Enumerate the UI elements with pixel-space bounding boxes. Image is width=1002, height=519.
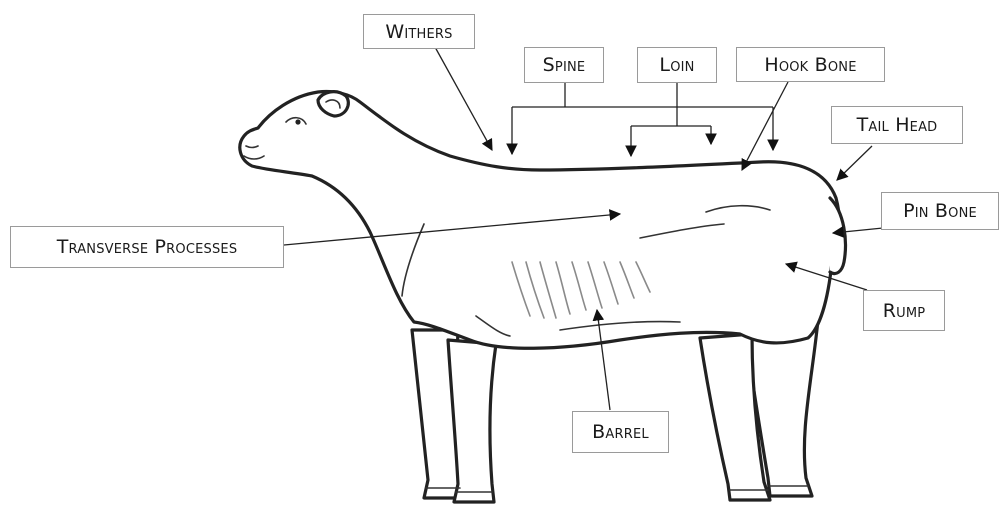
label-tail-head: Tail Head xyxy=(831,106,963,144)
label-hook-bone: Hook Bone xyxy=(736,47,885,82)
label-pin-bone: Pin Bone xyxy=(881,192,999,230)
label-spine: Spine xyxy=(524,47,604,83)
tail-head-pointer xyxy=(837,146,872,180)
withers-pointer xyxy=(435,47,492,150)
label-loin: Loin xyxy=(637,47,717,83)
label-barrel: Barrel xyxy=(572,411,669,453)
sheep-illustration xyxy=(240,91,846,502)
loin-bracket xyxy=(631,83,711,156)
label-rump: Rump xyxy=(863,290,945,331)
label-withers: Withers xyxy=(363,14,475,49)
hook-bone-pointer xyxy=(742,82,788,170)
spine-bracket xyxy=(512,83,773,154)
label-transverse-processes: Transverse Processes xyxy=(10,226,284,268)
